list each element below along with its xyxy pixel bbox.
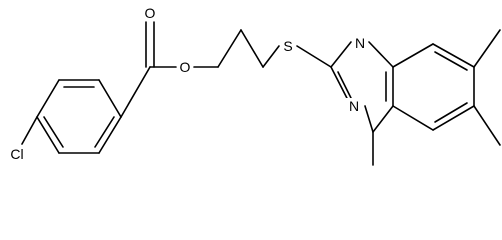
atom-n-lower: N [349,98,359,114]
bond-network [21,21,501,166]
atom-o-carbonyl: O [145,5,156,21]
atom-labels: O O S N N Cl [5,4,368,162]
atom-n-upper: N [355,35,365,51]
atom-o-ester: O [180,59,191,75]
molecule-structure: O O S N N Cl [5,4,501,166]
atom-cl: Cl [10,146,23,162]
atom-s-thioether: S [283,38,292,54]
